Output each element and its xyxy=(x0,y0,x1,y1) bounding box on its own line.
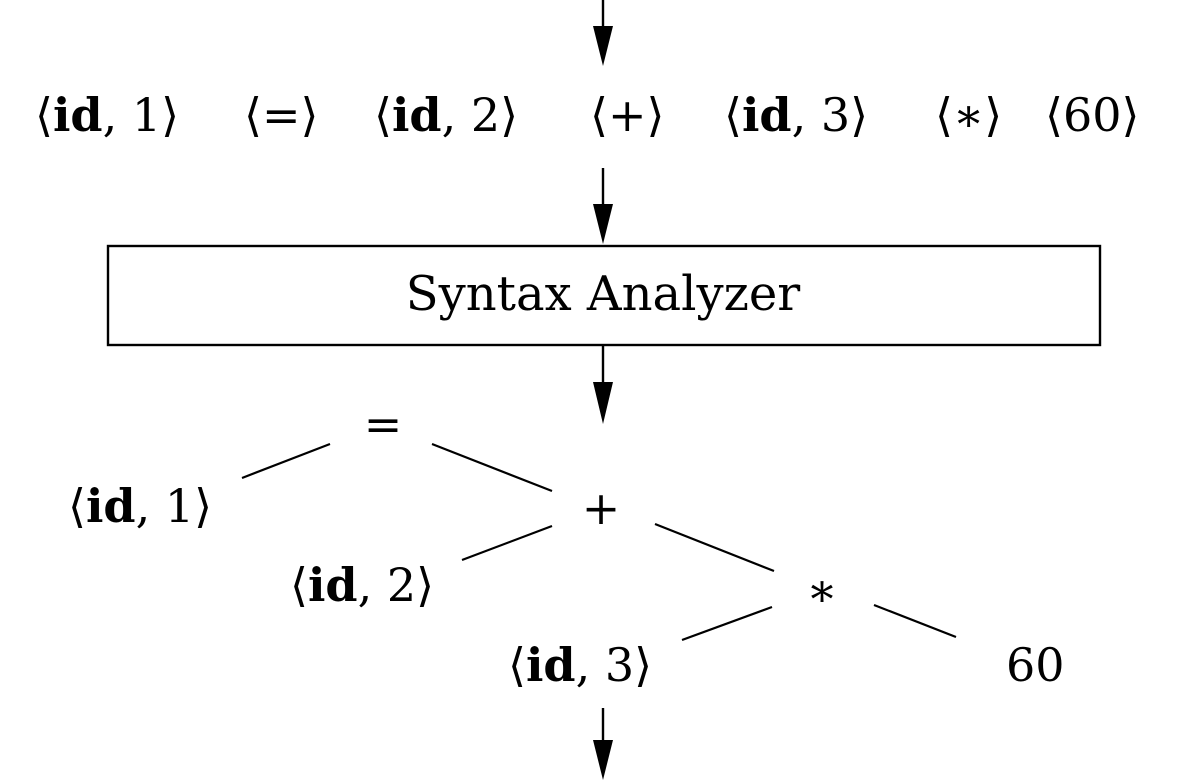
syntax-analyzer-box: Syntax Analyzer xyxy=(106,244,1102,347)
tree-node-times: ∗ xyxy=(806,563,837,617)
syntax-analyzer-label: Syntax Analyzer xyxy=(406,266,801,322)
tree-leaf-60: 60 xyxy=(1006,638,1065,692)
edge-plus-id2 xyxy=(461,524,553,562)
token-number: ⟨60⟩ xyxy=(1045,88,1139,142)
tree-leaf-id1: ⟨id, 1⟩ xyxy=(68,479,212,533)
tree-leaf-id2: ⟨id, 2⟩ xyxy=(290,558,434,612)
token-op: = xyxy=(262,88,301,142)
tree-leaf-id3: ⟨id, 3⟩ xyxy=(508,638,652,692)
syntax-tree: = ⟨id, 1⟩ + ⟨id, 2⟩ ∗ ⟨id, 3⟩ 60 xyxy=(68,397,1065,692)
edge-plus-times xyxy=(654,522,775,573)
token-stream: ⟨id, 1⟩ ⟨=⟩ ⟨id, 2⟩ ⟨+⟩ ⟨id, 3⟩ ⟨∗⟩ ⟨60⟩ xyxy=(35,88,1139,142)
token-close-bracket: ⟩ xyxy=(161,88,179,142)
token-plus: ⟨+⟩ xyxy=(590,88,664,142)
token-assign: ⟨=⟩ xyxy=(244,88,318,142)
edge-assign-id1 xyxy=(241,442,331,480)
edge-times-id3 xyxy=(681,605,773,642)
tree-node-plus: + xyxy=(582,481,621,535)
tokens-to-analyzer-arrow xyxy=(593,168,613,244)
tree-edges xyxy=(241,442,957,642)
input-arrow xyxy=(593,0,613,66)
edge-times-60 xyxy=(873,603,957,639)
tree-node-assign: = xyxy=(364,397,403,451)
token-times: ⟨∗⟩ xyxy=(935,88,1002,142)
token-open-bracket: ⟨ xyxy=(35,88,53,142)
output-arrow xyxy=(593,708,613,780)
token-id-1: ⟨id, 1⟩ xyxy=(35,88,179,142)
analyzer-to-tree-arrow xyxy=(593,346,613,424)
token-id-name: id xyxy=(53,88,103,142)
edge-assign-plus xyxy=(431,442,553,493)
token-id-3: ⟨id, 3⟩ xyxy=(724,88,868,142)
token-id-2: ⟨id, 2⟩ xyxy=(374,88,518,142)
token-id-value: 1 xyxy=(132,88,161,142)
